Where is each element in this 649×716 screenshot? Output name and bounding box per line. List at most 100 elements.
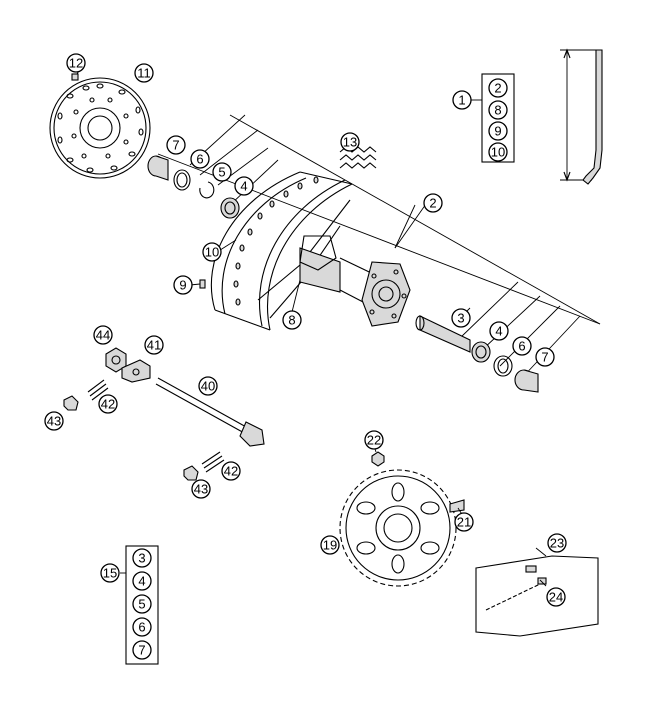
svg-text:9: 9 xyxy=(494,124,501,139)
callout-42-left: 42 xyxy=(98,394,118,414)
callout-24: 24 xyxy=(546,587,566,607)
svg-text:9: 9 xyxy=(179,278,186,293)
svg-text:13: 13 xyxy=(343,135,357,150)
left-bearing xyxy=(220,197,240,219)
left-seal xyxy=(173,169,191,191)
callout-21: 21 xyxy=(454,512,474,532)
svg-text:6: 6 xyxy=(138,620,145,635)
callout-40: 40 xyxy=(198,376,218,396)
sprocket-screw xyxy=(449,499,465,513)
callout-6-kit: 6 xyxy=(132,617,152,637)
svg-text:40: 40 xyxy=(201,379,215,394)
svg-text:22: 22 xyxy=(367,433,381,448)
svg-text:3: 3 xyxy=(457,311,464,326)
callout-44: 44 xyxy=(93,325,113,345)
chain-adjuster-left xyxy=(121,359,151,383)
adjust-nut-right xyxy=(183,465,199,481)
svg-text:42: 42 xyxy=(224,464,238,479)
right-bearing xyxy=(471,341,491,363)
svg-text:7: 7 xyxy=(541,350,548,365)
callout-10: 10 xyxy=(202,242,222,262)
callout-22: 22 xyxy=(364,430,384,450)
svg-text:5: 5 xyxy=(138,597,145,612)
nipple xyxy=(199,279,206,289)
sprocket-nut xyxy=(371,451,385,467)
callout-3: 3 xyxy=(451,308,471,328)
rim xyxy=(210,171,353,331)
right-spacer xyxy=(514,369,539,393)
callout-15: 15 xyxy=(100,563,120,583)
adjust-screw-left xyxy=(87,379,109,401)
callout-43-right: 43 xyxy=(191,479,211,499)
adjust-nut-left xyxy=(63,395,79,411)
svg-text:43: 43 xyxy=(47,414,61,429)
svg-text:11: 11 xyxy=(137,66,151,81)
svg-text:7: 7 xyxy=(172,138,179,153)
svg-text:6: 6 xyxy=(518,339,525,354)
svg-text:21: 21 xyxy=(457,515,471,530)
left-spacer xyxy=(147,155,169,181)
callout-8: 8 xyxy=(282,310,302,330)
svg-text:5: 5 xyxy=(218,165,225,180)
callout-9: 9 xyxy=(173,275,193,295)
svg-text:19: 19 xyxy=(323,538,337,553)
sprocket xyxy=(339,469,457,587)
callout-1: 1 xyxy=(452,90,472,110)
callout-5-left: 5 xyxy=(212,162,232,182)
callout-4-left: 4 xyxy=(234,176,254,196)
callout-5-kit: 5 xyxy=(132,594,152,614)
svg-text:43: 43 xyxy=(194,482,208,497)
spoke xyxy=(560,48,603,185)
brake-disc xyxy=(49,77,151,179)
adjust-screw-right xyxy=(201,451,225,473)
disc-screw xyxy=(71,73,79,81)
callout-3-kit: 3 xyxy=(132,548,152,568)
svg-text:1: 1 xyxy=(458,93,465,108)
svg-text:44: 44 xyxy=(96,328,110,343)
svg-text:3: 3 xyxy=(138,551,145,566)
callout-42-right: 42 xyxy=(221,461,241,481)
svg-text:8: 8 xyxy=(288,313,295,328)
callout-6-right: 6 xyxy=(512,336,532,356)
callout-2: 2 xyxy=(423,193,443,213)
callout-19: 19 xyxy=(320,535,340,555)
callout-13: 13 xyxy=(340,132,360,152)
svg-text:7: 7 xyxy=(138,643,145,658)
callout-9-group: 9 xyxy=(488,121,508,141)
axle xyxy=(155,377,265,447)
svg-text:2: 2 xyxy=(494,81,501,96)
svg-text:42: 42 xyxy=(101,397,115,412)
callout-7-right: 7 xyxy=(535,347,555,367)
svg-text:4: 4 xyxy=(138,574,145,589)
callout-4-right: 4 xyxy=(489,321,509,341)
svg-text:2: 2 xyxy=(429,196,436,211)
svg-text:10: 10 xyxy=(205,245,219,260)
svg-text:8: 8 xyxy=(494,103,501,118)
svg-text:4: 4 xyxy=(495,324,502,339)
svg-text:23: 23 xyxy=(550,536,564,551)
callout-4-kit: 4 xyxy=(132,571,152,591)
callout-7-left: 7 xyxy=(166,135,186,155)
svg-text:4: 4 xyxy=(240,179,247,194)
callout-12: 12 xyxy=(66,53,86,73)
chain-box xyxy=(475,555,599,637)
callout-7-kit: 7 xyxy=(132,640,152,660)
circlip xyxy=(199,181,215,199)
callout-43-left: 43 xyxy=(44,411,64,431)
callout-23: 23 xyxy=(547,533,567,553)
svg-text:10: 10 xyxy=(491,145,505,160)
right-seal xyxy=(493,355,513,377)
hub xyxy=(257,199,411,327)
callout-10-group: 10 xyxy=(488,142,508,162)
callout-11: 11 xyxy=(134,63,154,83)
svg-text:12: 12 xyxy=(69,56,83,71)
callout-2-group: 2 xyxy=(488,78,508,98)
callout-6-left: 6 xyxy=(190,149,210,169)
callout-41: 41 xyxy=(144,335,164,355)
callout-8-group: 8 xyxy=(488,100,508,120)
svg-text:6: 6 xyxy=(196,152,203,167)
svg-text:24: 24 xyxy=(549,590,563,605)
distance-tube xyxy=(415,315,471,353)
svg-text:41: 41 xyxy=(147,338,161,353)
